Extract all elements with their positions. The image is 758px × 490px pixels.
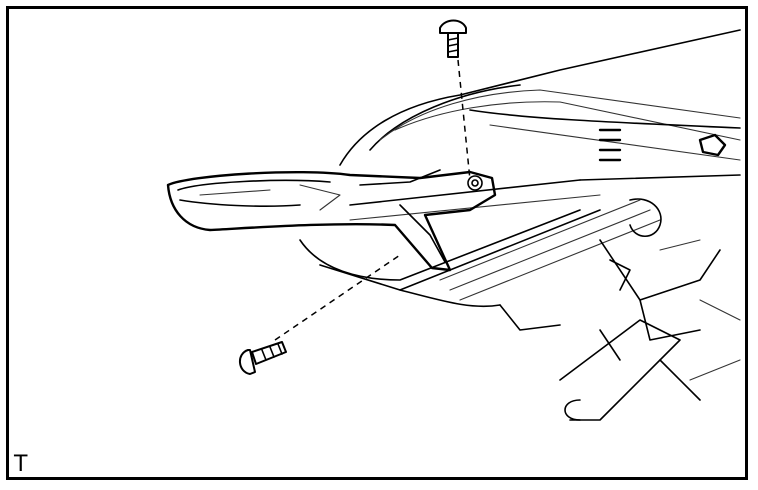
corner-label: T (14, 452, 28, 477)
screw-bottom-icon (239, 341, 287, 375)
screw-top-icon (439, 19, 467, 58)
handle-icon (166, 169, 497, 272)
vent-icon (598, 128, 622, 162)
alignment-line-bottom (274, 254, 401, 341)
diagram-frame (6, 6, 748, 480)
alignment-line-top (457, 59, 471, 181)
panel-icon (299, 29, 741, 421)
